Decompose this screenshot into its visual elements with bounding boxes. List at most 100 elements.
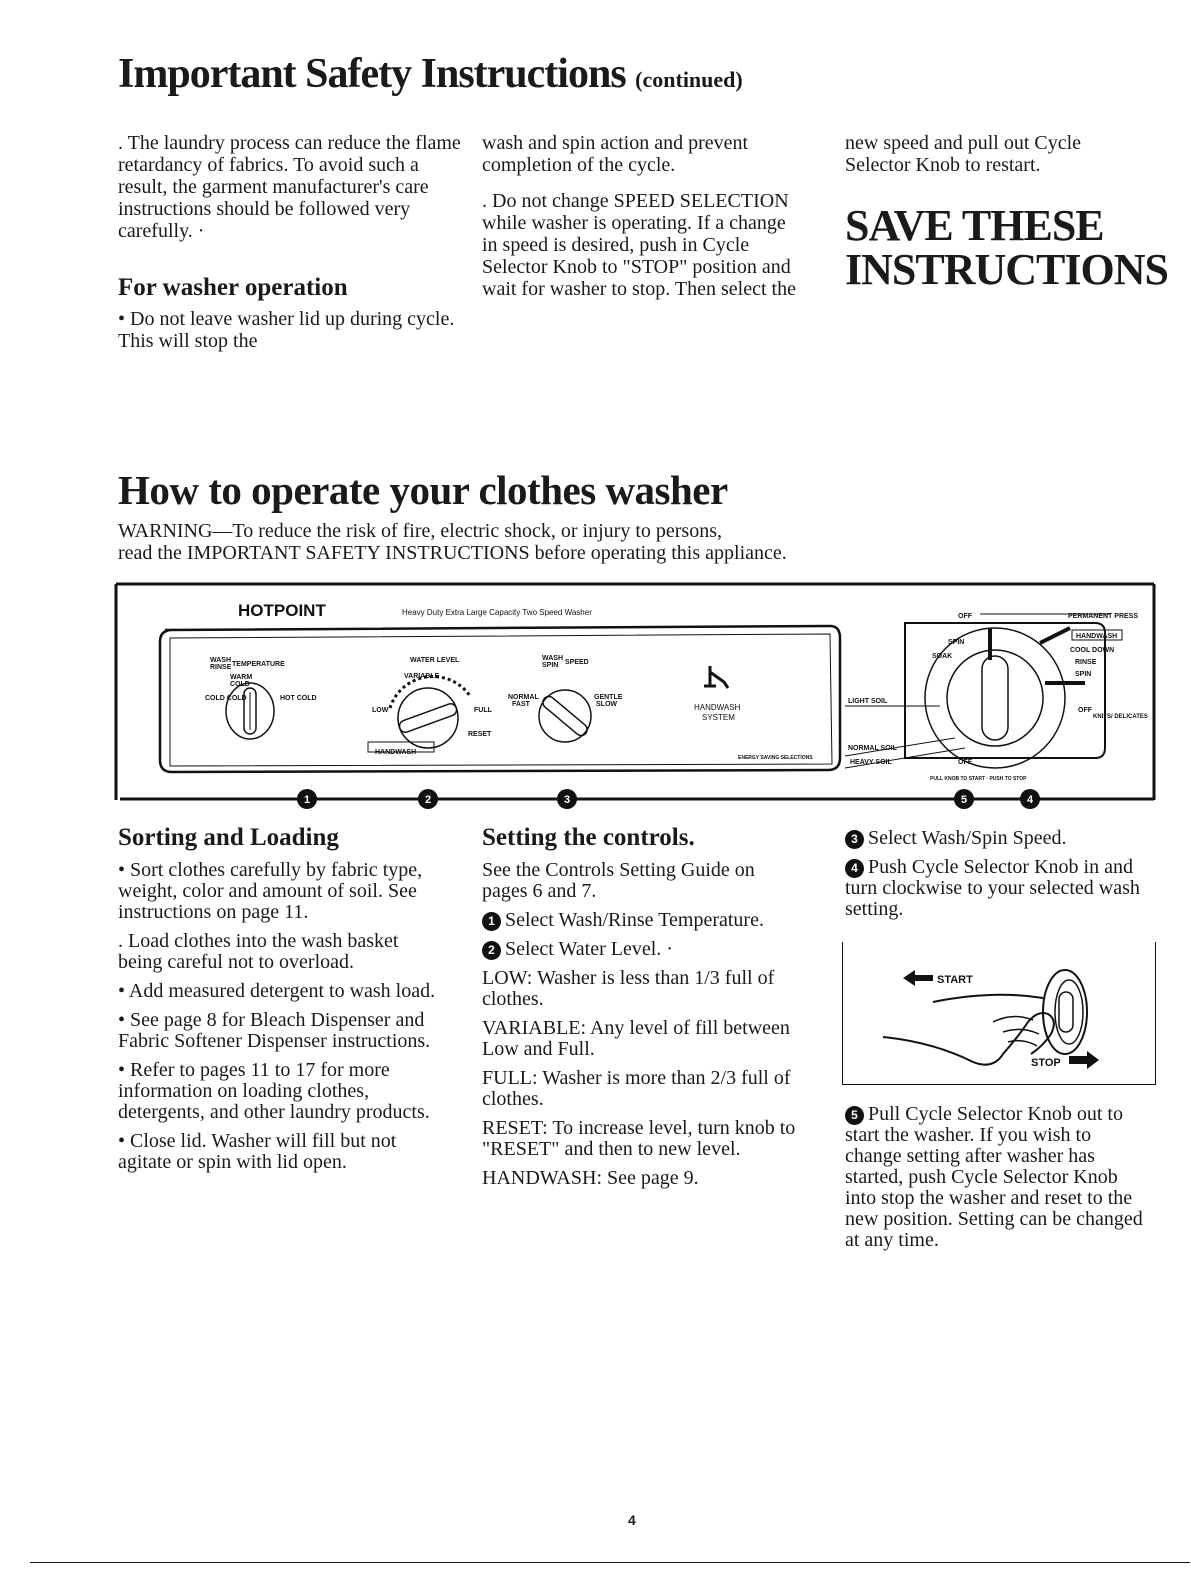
header-title: Important Safety Instructions [118,51,627,97]
handwash-system-label: HANDWASH [694,703,741,712]
step-text: Pull Cycle Selector Knob out to start th… [845,1103,1143,1251]
callout-3: 3 [557,789,577,809]
cycle-light-soil-label: LIGHT SOIL [848,698,888,705]
cycle-handwash-label: HANDWASH [1076,633,1117,640]
water-level-reset: RESET: To increase level, turn knob to "… [482,1117,796,1160]
safety-column-3: new speed and pull out Cycle Selector Kn… [845,132,1169,294]
speed-slow-label: SLOW [596,701,617,708]
temp-hot-cold-label: HOT COLD [280,695,317,702]
water-level-label: WATER LEVEL [410,657,460,664]
list-item: • Sort clothes carefully by fabric type,… [118,859,423,923]
handwash-system-label: SYSTEM [702,713,735,722]
callout-1: 1 [297,789,317,809]
cycle-soak-label: SOAK [932,653,952,660]
safety-column-1: . The laundry process can reduce the fla… [118,132,463,352]
page-header: Important Safety Instructions (continued… [118,50,743,98]
safety-paragraph: new speed and pull out Cycle Selector Kn… [845,132,1082,176]
temperature-knob: WASH RINSE TEMPERATURE WARM COLD COLD CO… [205,657,317,740]
speed-fast-label: FAST [512,701,531,708]
water-level-low: LOW: Washer is less than 1/3 full of clo… [482,967,775,1010]
water-level-knob: WATER LEVEL VARIABLE LOW FULL RESET HAND… [367,657,493,756]
setting-controls-section: Setting the controls. See the Controls S… [482,824,800,1189]
step-number-badge: 5 [845,1106,864,1125]
illustration-stop-label: STOP [1031,1057,1061,1069]
speed-wash-label: WASH [542,655,563,662]
water-reset-label: RESET [468,731,492,738]
warning-block: WARNING—To reduce the risk of fire, elec… [118,520,1018,564]
step-number-badge: 1 [482,912,501,931]
water-low-label: LOW [372,707,389,714]
callout-5: 5 [954,789,974,809]
speed-normal-label: NORMAL [508,694,539,701]
list-item: • Refer to pages 11 to 17 for more infor… [118,1059,430,1123]
svg-text:5: 5 [961,794,967,806]
callout-2: 2 [418,789,438,809]
page-number: 4 [628,1512,636,1528]
header-continued: (continued) [635,67,743,92]
panel-brand: HOTPOINT [238,601,326,620]
washer-operation-heading: For washer operation [118,274,348,301]
speed-knob: WASH SPIN SPEED NORMAL FAST GENTLE SLOW [508,655,623,743]
svg-text:4: 4 [1027,794,1034,806]
illustration-start-label: START [937,974,973,986]
cycle-instruction-note: PULL KNOB TO START · PUSH TO STOP [930,776,1027,782]
temp-label: TEMPERATURE [232,661,285,668]
controls-heading: Setting the controls. [482,824,695,851]
temp-cold-cold-label: COLD COLD [205,695,247,702]
step-number-badge: 3 [845,830,864,849]
cycle-cool-down-label: COOL DOWN [1070,647,1114,654]
handwash-system-logo: HANDWASH SYSTEM [694,666,741,722]
controls-step-text: Select Wash/Rinse Temperature. [505,909,764,931]
cycle-rinse-label: RINSE [1075,659,1097,666]
svg-text:2: 2 [425,794,431,806]
save-instructions-line1: SAVE THESE [845,201,1105,250]
water-level-variable: VARIABLE: Any level of fill between Low … [482,1017,790,1060]
callout-4: 4 [1020,789,1040,809]
safety-paragraph: wash and spin action and prevent complet… [482,132,749,176]
safety-column-2: wash and spin action and prevent complet… [482,132,802,300]
cycle-normal-soil-label: NORMAL SOIL [848,745,898,752]
controls-step-text: Select Water Level. · [505,938,673,960]
list-item: • Add measured detergent to wash load. [118,980,436,1002]
temp-warm-label: WARM [230,674,252,681]
list-item: • See page 8 for Bleach Dispenser and Fa… [118,1009,431,1052]
temp-cold-label: COLD [230,681,250,688]
cycle-spin-label: SPIN [948,639,964,646]
water-level-full: FULL: Washer is more than 2/3 full of cl… [482,1067,791,1110]
energy-saving-note: ENERGY SAVING SELECTIONS [738,755,813,761]
sorting-heading: Sorting and Loading [118,824,339,851]
step-text: Select Wash/Spin Speed. [868,827,1067,849]
bottom-rule [30,1562,1190,1563]
cycle-permanent-press-label: PERMANENT PRESS [1068,613,1138,620]
speed-spin-label: SPIN [542,662,558,669]
cycle-heavy-soil-label: HEAVY SOIL [850,759,892,766]
step-number-badge: 4 [845,859,864,878]
warning-line: read the IMPORTANT SAFETY INSTRUCTIONS b… [118,542,787,564]
safety-paragraph: . The laundry process can reduce the fla… [118,132,461,242]
cycle-selector-dial: OFF PERMANENT PRESS HANDWASH COOL DOWN R… [844,613,1148,782]
temp-wash-label: WASH [210,657,231,664]
water-level-handwash: HANDWASH: See page 9. [482,1167,699,1189]
safety-paragraph: . Do not change SPEED SELECTION while wa… [482,190,796,300]
panel-model: Heavy Duty Extra Large Capacity Two Spee… [402,608,592,617]
list-item: . Load clothes into the wash basket bein… [118,930,399,973]
step-text: Push Cycle Selector Knob in and turn clo… [845,856,1140,920]
svg-text:1: 1 [304,794,310,806]
cycle-off-label: OFF [1078,707,1093,714]
save-instructions-line2: INSTRUCTIONS [845,245,1169,294]
svg-text:3: 3 [564,794,570,806]
water-variable-label: VARIABLE [404,673,440,680]
cycle-off-label: OFF [958,613,973,620]
cycle-spin-label: SPIN [1075,671,1091,678]
operate-title: How to operate your clothes washer [118,467,728,513]
speed-label: SPEED [565,659,589,666]
controls-intro: See the Controls Setting Guide on pages … [482,859,755,902]
temp-rinse-label: RINSE [210,664,232,671]
safety-paragraph: • Do not leave washer lid up during cycl… [118,308,455,352]
